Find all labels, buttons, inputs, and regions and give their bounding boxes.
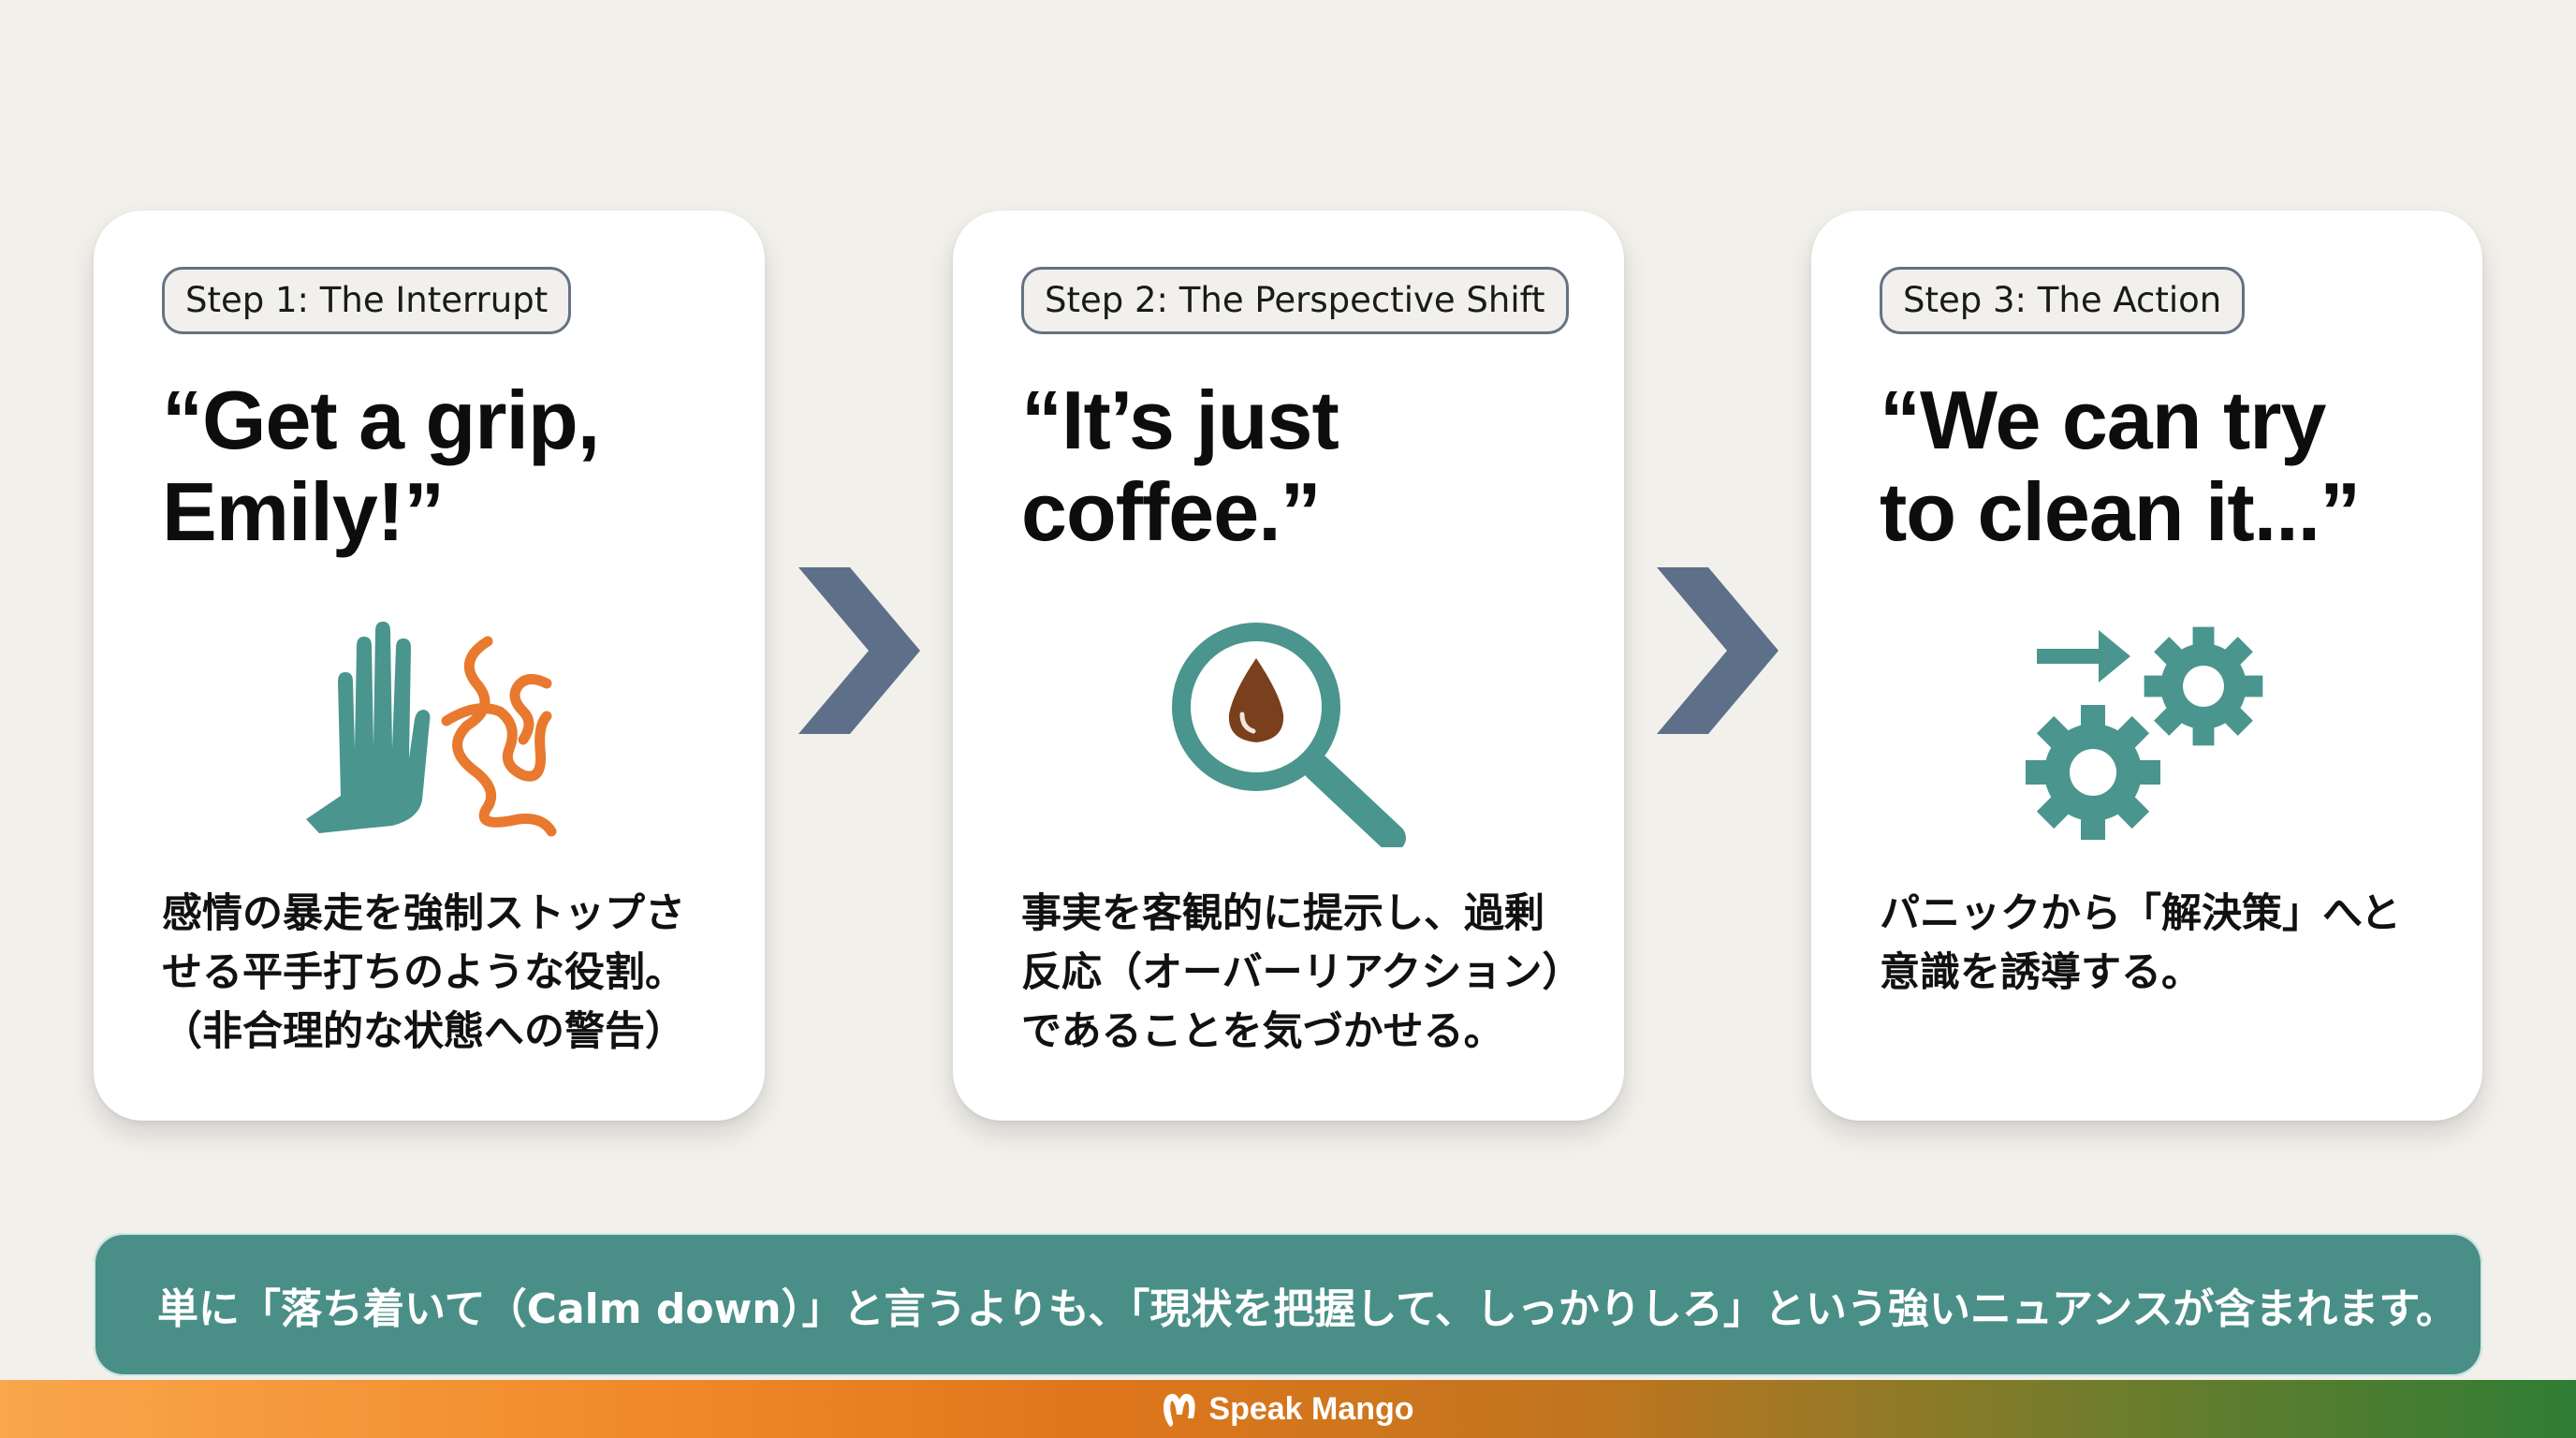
quote-line: “We can try [1880,374,2326,466]
arrow-right-icon [2036,630,2130,682]
quote-line: “Get a grip, [162,374,600,466]
step-description: 事実を客観的に提示し、過剰 反応（オーバーリアクション） であることを気づかせる… [1021,885,1583,1062]
magnifier-icon [1171,623,1406,847]
step-description: パニックから「解決策」へと 意識を誘導する。 [1880,885,2441,1003]
description-line: 事実を客観的に提示し、過剰 [1021,890,1544,937]
step-badge: Step 2: The Perspective Shift [1021,267,1569,334]
footer-brand-bar: Speak Mango [0,1380,2576,1438]
stop-hand-and-chaos-squiggle-icon [94,604,765,857]
chevron-right-icon [798,567,920,734]
arrow-gears-icon [1811,604,2482,857]
description-line: 反応（オーバーリアクション） [1021,949,1583,996]
step-card-2: Step 2: The Perspective Shift “It’s just… [953,211,1624,1121]
quote-line: coffee.” [1021,465,1322,558]
summary-banner: 単に「落ち着いて（Calm down）」と言うよりも、「現状を把握して、しっかり… [94,1233,2482,1376]
step-card-3: Step 3: The Action “We can try to clean … [1811,211,2482,1121]
step-card-1: Step 1: The Interrupt “Get a grip, Emily… [94,211,765,1121]
description-line: 意識を誘導する。 [1880,949,2202,996]
quote-line: “It’s just [1021,374,1339,466]
step-quote: “We can try to clean it...” [1880,374,2460,558]
description-line: パニックから「解決策」へと [1880,890,2401,937]
step-description: 感情の暴走を強制ストップさ せる平手打ちのような役割。 （非合理的な状態への警告… [162,885,724,1062]
step-badge: Step 3: The Action [1880,267,2246,334]
step-quote: “Get a grip, Emily!” [162,374,742,558]
quote-line: to clean it...” [1880,465,2361,558]
description-line: （非合理的な状態への警告） [162,1008,685,1055]
magnifier-coffee-drop-icon [953,604,1624,857]
speak-mango-logo-icon [1164,1393,1196,1427]
chevron-right-icon [1657,567,1778,734]
summary-text: 単に「落ち着いて（Calm down）」と言うよりも、「現状を把握して、しっかり… [157,1284,2457,1333]
coffee-drop-icon [1228,658,1283,742]
quote-line: Emily!” [162,465,445,558]
brand-name: Speak Mango [1208,1390,1414,1427]
description-line: 感情の暴走を強制ストップさ [162,890,685,937]
gears-icon [2025,626,2262,840]
description-line: せる平手打ちのような役割。 [162,949,685,996]
step-quote: “It’s just coffee.” [1021,374,1602,558]
step-badge: Step 1: The Interrupt [162,267,572,334]
description-line: であることを気づかせる。 [1021,1008,1504,1055]
stop-hand-icon [305,622,556,837]
